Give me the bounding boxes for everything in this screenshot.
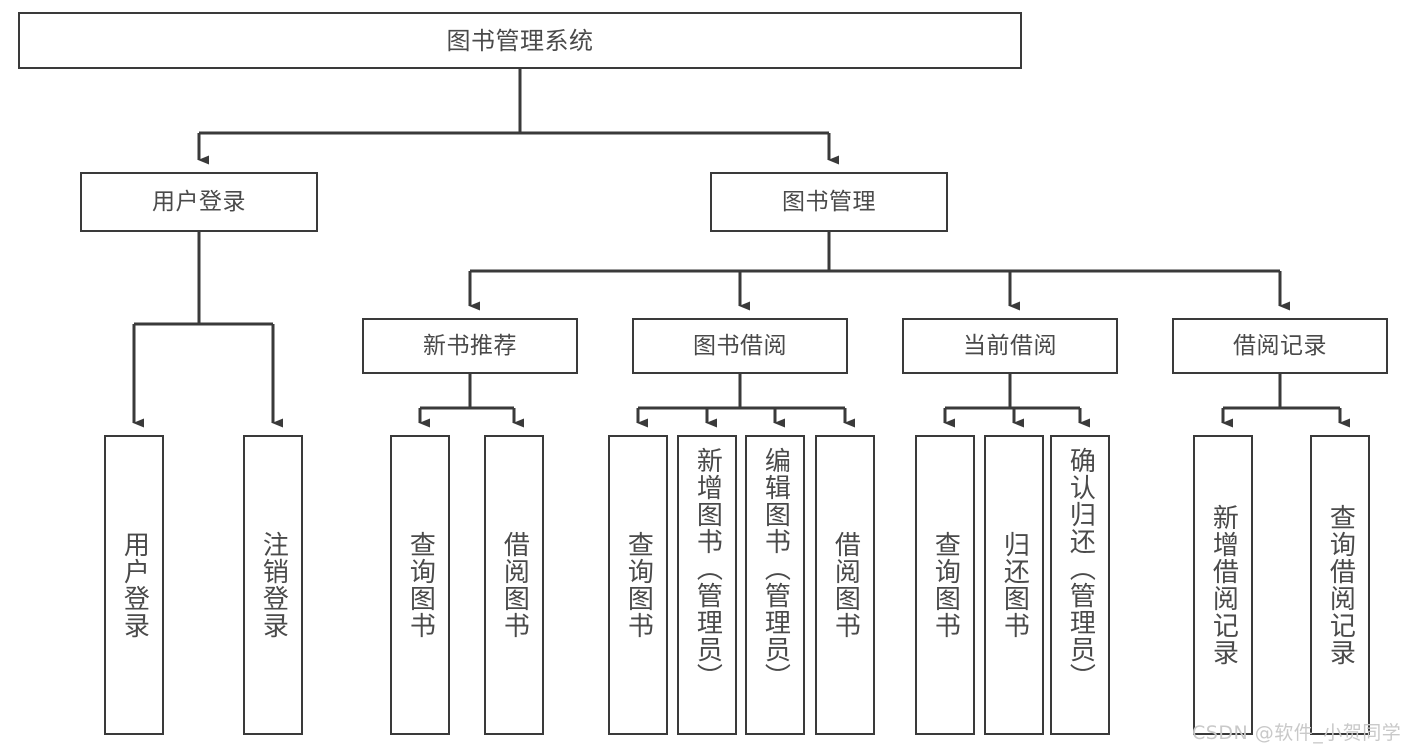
node-root-label: 图书管理系统 xyxy=(446,26,594,55)
node-leaf-query-book-1-label: 查询图书 xyxy=(405,531,436,639)
node-leaf-borrow-book-2[interactable]: 借阅图书 xyxy=(815,435,875,735)
node-leaf-add-book-admin-label: 新增图书（管理员） xyxy=(692,447,723,690)
node-leaf-query-borrow-record[interactable]: 查询借阅记录 xyxy=(1310,435,1370,735)
node-leaf-edit-book-admin-label: 编辑图书（管理员） xyxy=(760,447,791,690)
node-borrow-record[interactable]: 借阅记录 xyxy=(1172,318,1388,374)
node-leaf-query-book-3[interactable]: 查询图书 xyxy=(915,435,975,735)
node-leaf-borrow-book-2-label: 借阅图书 xyxy=(830,531,861,639)
node-new-book-recommend-label: 新书推荐 xyxy=(423,332,517,359)
node-leaf-add-borrow-record-label: 新增借阅记录 xyxy=(1208,504,1239,666)
node-current-borrow[interactable]: 当前借阅 xyxy=(902,318,1118,374)
node-leaf-add-borrow-record[interactable]: 新增借阅记录 xyxy=(1193,435,1253,735)
node-leaf-borrow-book-1-label: 借阅图书 xyxy=(499,531,530,639)
node-borrow-record-label: 借阅记录 xyxy=(1233,332,1327,359)
node-leaf-query-book-1[interactable]: 查询图书 xyxy=(390,435,450,735)
node-book-borrow-label: 图书借阅 xyxy=(693,332,787,359)
node-book-management-label: 图书管理 xyxy=(782,188,876,215)
node-root-book-management-system[interactable]: 图书管理系统 xyxy=(18,12,1022,69)
node-leaf-return-book[interactable]: 归还图书 xyxy=(984,435,1044,735)
node-leaf-query-borrow-record-label: 查询借阅记录 xyxy=(1325,504,1356,666)
node-leaf-borrow-book-1[interactable]: 借阅图书 xyxy=(484,435,544,735)
node-leaf-return-book-label: 归还图书 xyxy=(999,531,1030,639)
node-book-management[interactable]: 图书管理 xyxy=(710,172,948,232)
csdn-watermark: CSDN @软件_小贺同学 xyxy=(1192,722,1402,744)
node-user-login-label: 用户登录 xyxy=(152,188,246,215)
node-user-login[interactable]: 用户登录 xyxy=(80,172,318,232)
node-leaf-user-logout-label: 注销登录 xyxy=(258,531,289,639)
node-new-book-recommend[interactable]: 新书推荐 xyxy=(362,318,578,374)
node-leaf-user-login-label: 用户登录 xyxy=(119,531,150,639)
node-leaf-query-book-2-label: 查询图书 xyxy=(623,531,654,639)
node-leaf-confirm-return-admin[interactable]: 确认归还（管理员） xyxy=(1050,435,1110,735)
node-book-borrow[interactable]: 图书借阅 xyxy=(632,318,848,374)
node-leaf-user-login[interactable]: 用户登录 xyxy=(104,435,164,735)
node-leaf-edit-book-admin[interactable]: 编辑图书（管理员） xyxy=(745,435,805,735)
node-leaf-add-book-admin[interactable]: 新增图书（管理员） xyxy=(677,435,737,735)
node-leaf-confirm-return-admin-label: 确认归还（管理员） xyxy=(1065,447,1096,690)
node-current-borrow-label: 当前借阅 xyxy=(963,332,1057,359)
node-leaf-query-book-2[interactable]: 查询图书 xyxy=(608,435,668,735)
node-leaf-user-logout[interactable]: 注销登录 xyxy=(243,435,303,735)
node-leaf-query-book-3-label: 查询图书 xyxy=(930,531,961,639)
